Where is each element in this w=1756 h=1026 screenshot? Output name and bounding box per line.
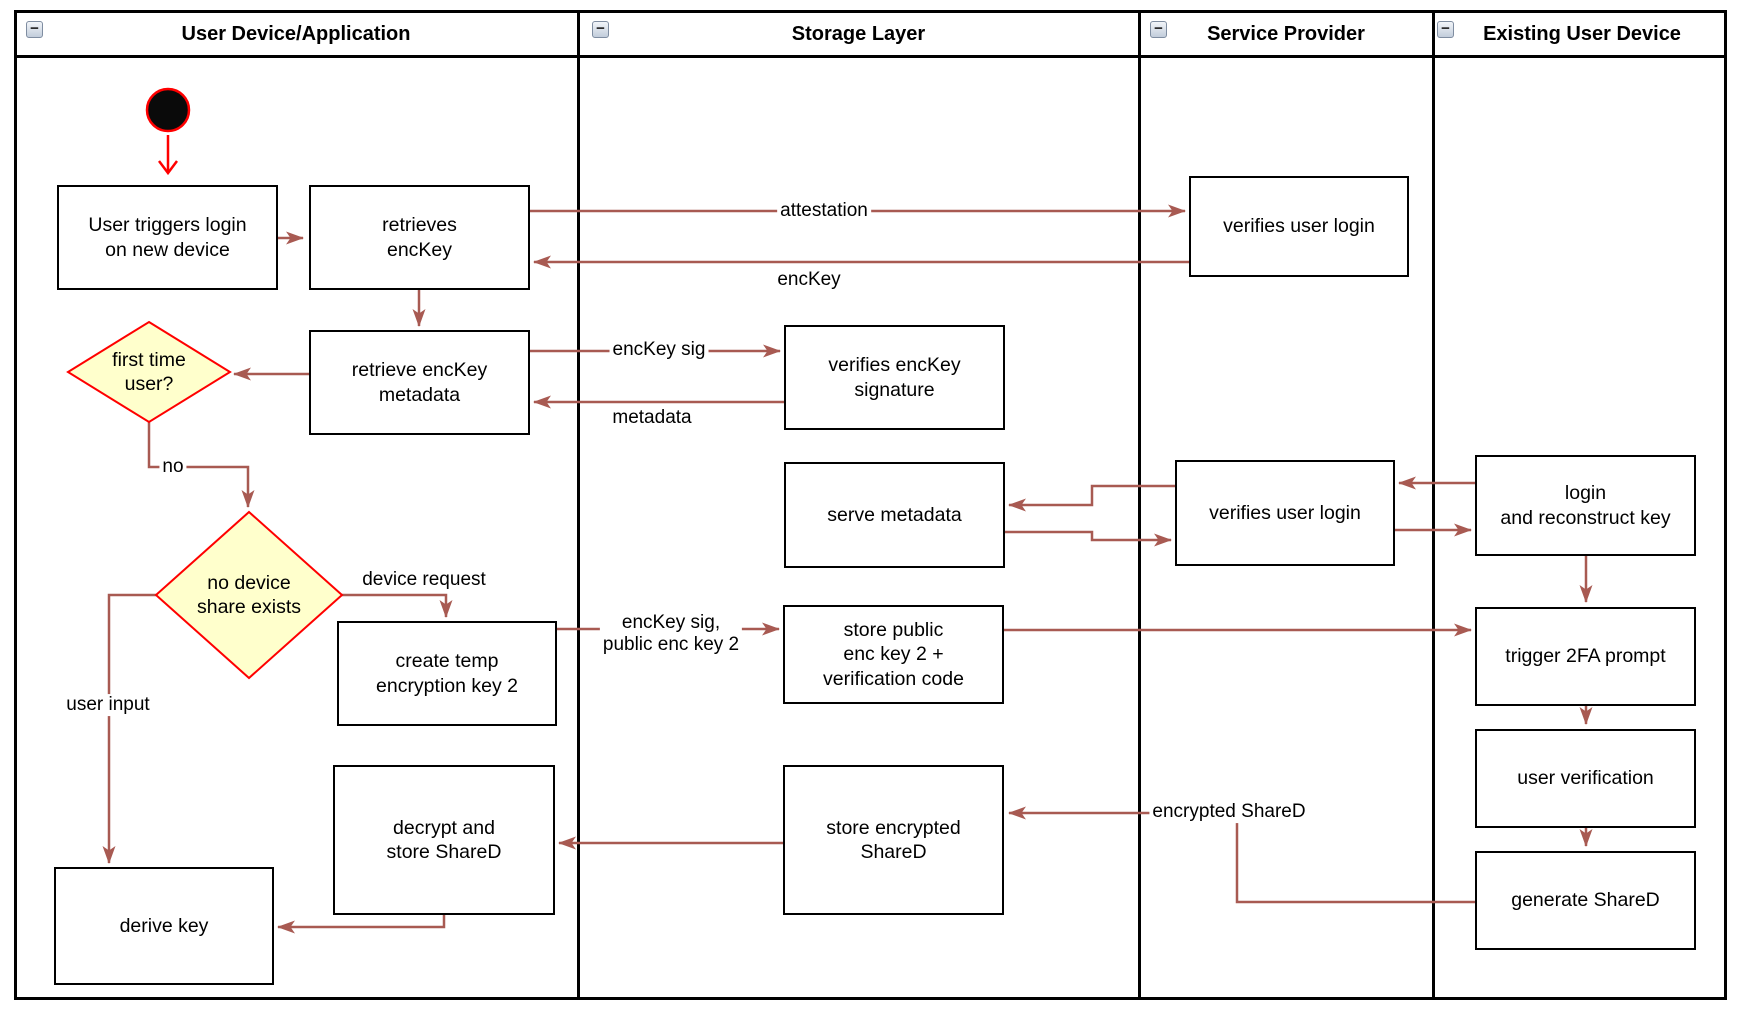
lane-header-service-provider[interactable]: Service Provider [1207, 23, 1365, 45]
edge-label-no: no [159, 456, 187, 478]
node-user-verification[interactable]: user verification [1475, 729, 1696, 828]
node-store-public-enc-key[interactable]: store public enc key 2 + verification co… [783, 605, 1004, 704]
lane-header-existing-user-device[interactable]: Existing User Device [1483, 23, 1681, 45]
lane-divider-2 [1138, 10, 1141, 1000]
edge-label-metadata: metadata [609, 407, 695, 429]
collapse-minus-icon[interactable]: − [592, 21, 609, 38]
edge-label-device-request: device request [359, 569, 489, 591]
node-verifies-user-login-mid[interactable]: verifies user login [1175, 460, 1395, 566]
lane-header-storage-layer[interactable]: Storage Layer [791, 23, 926, 45]
node-retrieves-enckey[interactable]: retrieves encKey [309, 185, 530, 290]
node-verifies-enckey-signature[interactable]: verifies encKey signature [784, 325, 1005, 430]
header-divider [14, 55, 1727, 58]
node-store-encrypted-shared[interactable]: store encrypted ShareD [783, 765, 1004, 915]
collapse-minus-icon[interactable]: − [1437, 21, 1454, 38]
node-verifies-user-login-top[interactable]: verifies user login [1189, 176, 1409, 277]
node-trigger-2fa[interactable]: trigger 2FA prompt [1475, 607, 1696, 706]
edge-label-encrypted-shared: encrypted ShareD [1149, 801, 1309, 823]
edge-label-enckey-sig: encKey sig [609, 339, 709, 361]
node-create-temp-key[interactable]: create temp encryption key 2 [337, 621, 557, 726]
edge-label-user-input: user input [63, 694, 153, 716]
node-retrieve-enckey-metadata[interactable]: retrieve encKey metadata [309, 330, 530, 435]
node-login-reconstruct-key[interactable]: login and reconstruct key [1475, 455, 1696, 556]
edge-label-enckey-sig-public: encKey sig, public enc key 2 [599, 612, 743, 656]
node-generate-shared[interactable]: generate ShareD [1475, 851, 1696, 950]
decision-no-device-share-label: no device share exists [196, 571, 302, 618]
collapse-minus-icon[interactable]: − [26, 21, 43, 38]
node-user-triggers-login[interactable]: User triggers login on new device [57, 185, 278, 290]
lane-divider-1 [577, 10, 580, 1000]
node-serve-metadata[interactable]: serve metadata [784, 462, 1005, 568]
edge-label-attestation: attestation [777, 200, 871, 222]
lane-divider-3 [1432, 10, 1435, 1000]
node-derive-key[interactable]: derive key [54, 867, 274, 985]
edge-label-enckey: encKey [774, 269, 844, 291]
lane-header-user-device[interactable]: User Device/Application [181, 23, 411, 45]
node-decrypt-store-shared[interactable]: decrypt and store ShareD [333, 765, 555, 915]
collapse-minus-icon[interactable]: − [1150, 21, 1167, 38]
decision-first-time-user-label: first time user? [112, 348, 186, 395]
